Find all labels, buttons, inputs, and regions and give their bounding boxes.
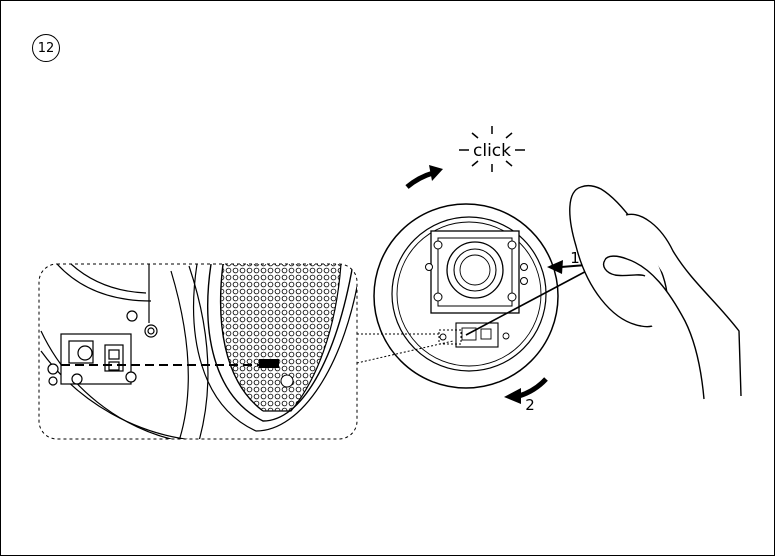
step-number-badge: 12	[32, 34, 60, 62]
rotation-arrow-bottom	[504, 377, 548, 404]
callout-2: 2	[525, 396, 535, 414]
lens-module	[425, 230, 528, 348]
zoom-leader	[356, 329, 462, 364]
rotation-arrow-top	[405, 165, 443, 189]
callout-1: 1	[570, 249, 580, 267]
step-number: 12	[37, 40, 55, 56]
tool-pin	[465, 266, 595, 336]
click-label: click	[473, 141, 511, 161]
hand-illustration	[569, 184, 742, 400]
zoom-detail-box	[38, 263, 358, 440]
click-burst	[459, 126, 525, 172]
